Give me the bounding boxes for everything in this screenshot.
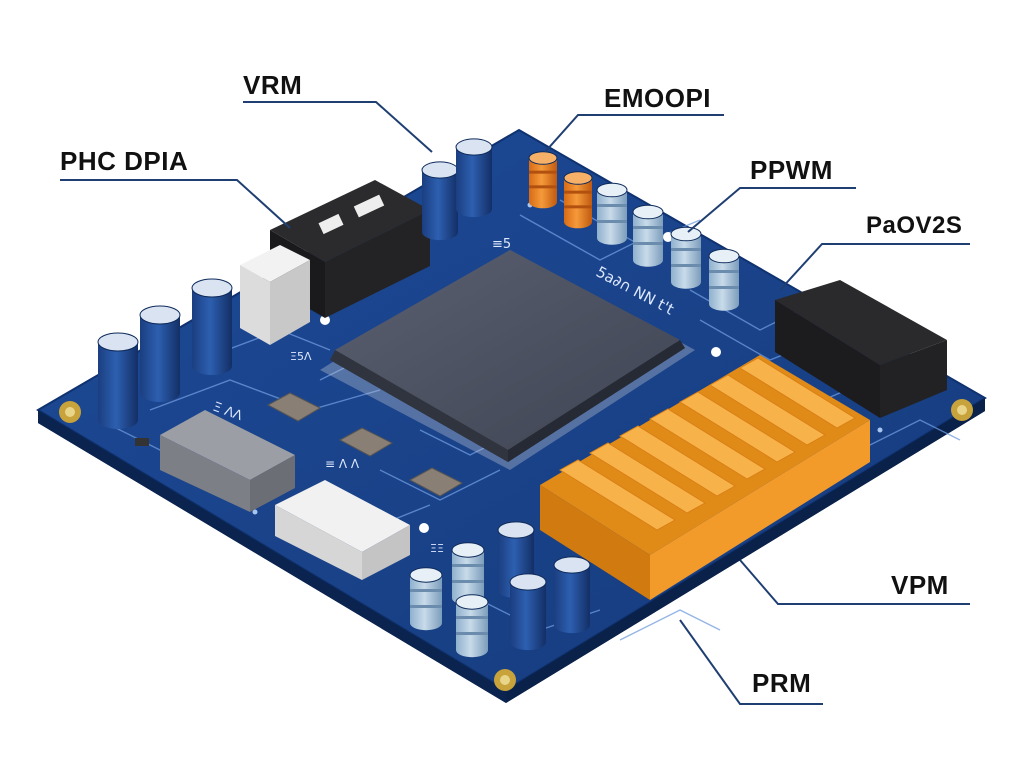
- label-phc-dpia: PHC DPIA: [60, 146, 189, 176]
- label-paov2s: PaOV2S: [866, 212, 963, 239]
- label-vrm: VRM: [243, 70, 303, 100]
- capacitors: [97, 138, 740, 658]
- label-emoopi: EMOOPI: [604, 83, 712, 113]
- capacitor-light: [708, 248, 740, 311]
- silk-bottom: ΞΞ: [430, 542, 444, 555]
- leader-emo: [544, 114, 724, 153]
- smd-components: [135, 392, 464, 497]
- capacitor-blue: [553, 556, 591, 634]
- silk-mid-bottom: ≡ Λ Λ: [325, 457, 360, 471]
- capacitor-blue: [97, 332, 139, 429]
- capacitor-light: [409, 567, 443, 631]
- capacitor-light: [670, 226, 702, 289]
- leader-pao: [779, 243, 970, 291]
- leader-ppwm: [687, 187, 856, 233]
- silk-left-small: Ξ5Λ: [290, 350, 312, 363]
- white-inductor-block: [275, 480, 410, 580]
- mounting-holes: [59, 232, 973, 691]
- leader-vpm: [739, 559, 970, 605]
- capacitor-blue: [421, 161, 459, 241]
- gray-inductor-block: [160, 410, 295, 512]
- capacitor-orange: [563, 171, 593, 229]
- main-processor-chip: [320, 250, 695, 470]
- label-vpm: VPM: [891, 570, 949, 600]
- label-ppwm: PPWM: [750, 155, 833, 185]
- leader-vrm: [243, 101, 433, 153]
- capacitor-light: [596, 182, 628, 245]
- capacitor-orange: [528, 151, 558, 209]
- leader-phc: [60, 179, 291, 229]
- leader-prm: [679, 619, 823, 705]
- label-prm: PRM: [752, 668, 812, 698]
- capacitor-blue: [509, 573, 547, 651]
- white-module: [240, 245, 310, 345]
- black-connector-right: [775, 280, 947, 418]
- capacitor-blue: [455, 138, 493, 218]
- capacitor-blue: [191, 278, 233, 375]
- capacitor-blue: [139, 305, 181, 402]
- heatsink: [540, 355, 870, 600]
- capacitor-light: [632, 204, 664, 267]
- silk-top-left: ≡5: [492, 237, 511, 252]
- callout-lines: [60, 101, 970, 705]
- capacitor-light: [455, 594, 489, 658]
